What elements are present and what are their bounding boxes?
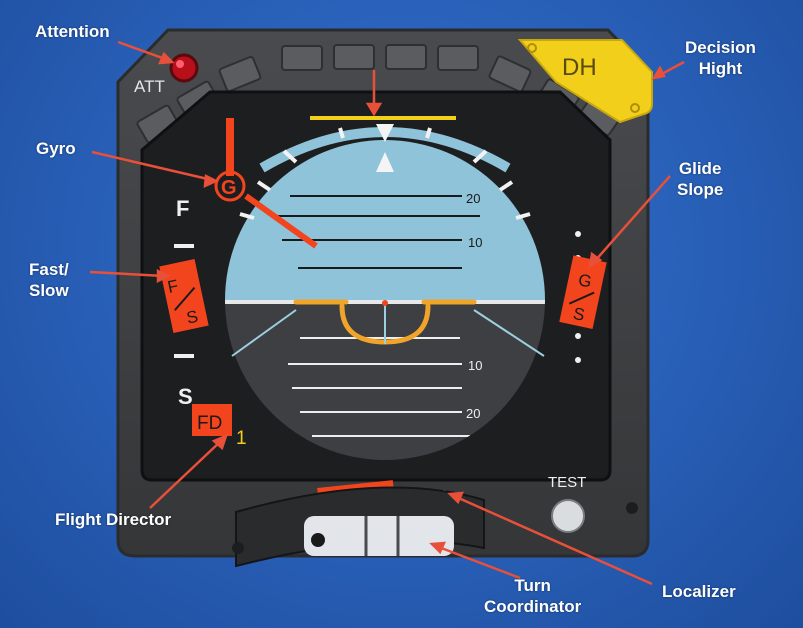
- gyro-flag-letter: G: [221, 177, 237, 199]
- attention-lamp: [169, 53, 199, 83]
- bank-tick-marks: [239, 127, 531, 220]
- glide-slope-callout-line2: Slope: [677, 180, 724, 199]
- pitch-label-20-down: 20: [466, 406, 480, 421]
- test-label: TEST: [548, 474, 586, 491]
- flight-director-callout: Flight Director: [55, 510, 172, 529]
- fast-scale-label: F: [176, 196, 189, 221]
- glide-slope-scale: [575, 231, 581, 363]
- turn-coordinator-callout-line2: Coordinator: [484, 597, 582, 616]
- svg-text:F: F: [166, 276, 180, 297]
- glide-slope-callout: Glide Slope: [677, 158, 723, 200]
- glide-slope-callout-line1: Glide: [678, 159, 722, 178]
- gyro-flag: [214, 170, 246, 202]
- svg-text:S: S: [571, 304, 586, 325]
- pitch-label-10-down: 10: [468, 358, 482, 373]
- decision-height-callout-line1: Decision: [685, 38, 756, 57]
- pitch-label-20-up: 20: [466, 191, 480, 206]
- att-label: ATT: [134, 77, 165, 96]
- fd-flag-label: FD: [197, 413, 222, 434]
- decision-height-callout-line2: Hight: [698, 59, 743, 78]
- fast-slow-callout-line2: Slow: [29, 281, 69, 300]
- top-buttons: [136, 44, 622, 144]
- gyro-flag-arm: [226, 118, 234, 176]
- fast-slow-flag: F S: [159, 259, 209, 333]
- svg-text:G: G: [577, 270, 594, 291]
- fd-flag: [192, 404, 232, 436]
- roll-pointer: [376, 152, 394, 172]
- fd-index-label: 1: [236, 428, 247, 449]
- svg-text:S: S: [185, 307, 200, 328]
- callout-arrows: [89, 40, 685, 586]
- turn-coordinator-callout: Turn Coordinator: [484, 575, 581, 617]
- fast-slow-callout: Fast/ Slow: [29, 259, 69, 301]
- attention-callout: Attention: [35, 22, 110, 41]
- slow-scale-label: S: [178, 384, 193, 409]
- glide-slope-flag: G S: [559, 255, 607, 329]
- decision-height-callout: Decision Hight: [685, 37, 756, 79]
- test-knob: [551, 499, 585, 533]
- pitch-label-10-up: 10: [468, 235, 482, 250]
- turn-coordinator-callout-line1: Turn: [514, 576, 551, 595]
- fast-slow-callout-line1: Fast/: [29, 260, 69, 279]
- dh-label: DH: [562, 54, 597, 81]
- gyro-callout: Gyro: [36, 139, 76, 158]
- dh-lamp: [517, 39, 653, 124]
- bank-index-pointer: [376, 124, 394, 142]
- localizer-callout: Localizer: [662, 582, 736, 601]
- turn-coordinator-tube: [304, 516, 454, 556]
